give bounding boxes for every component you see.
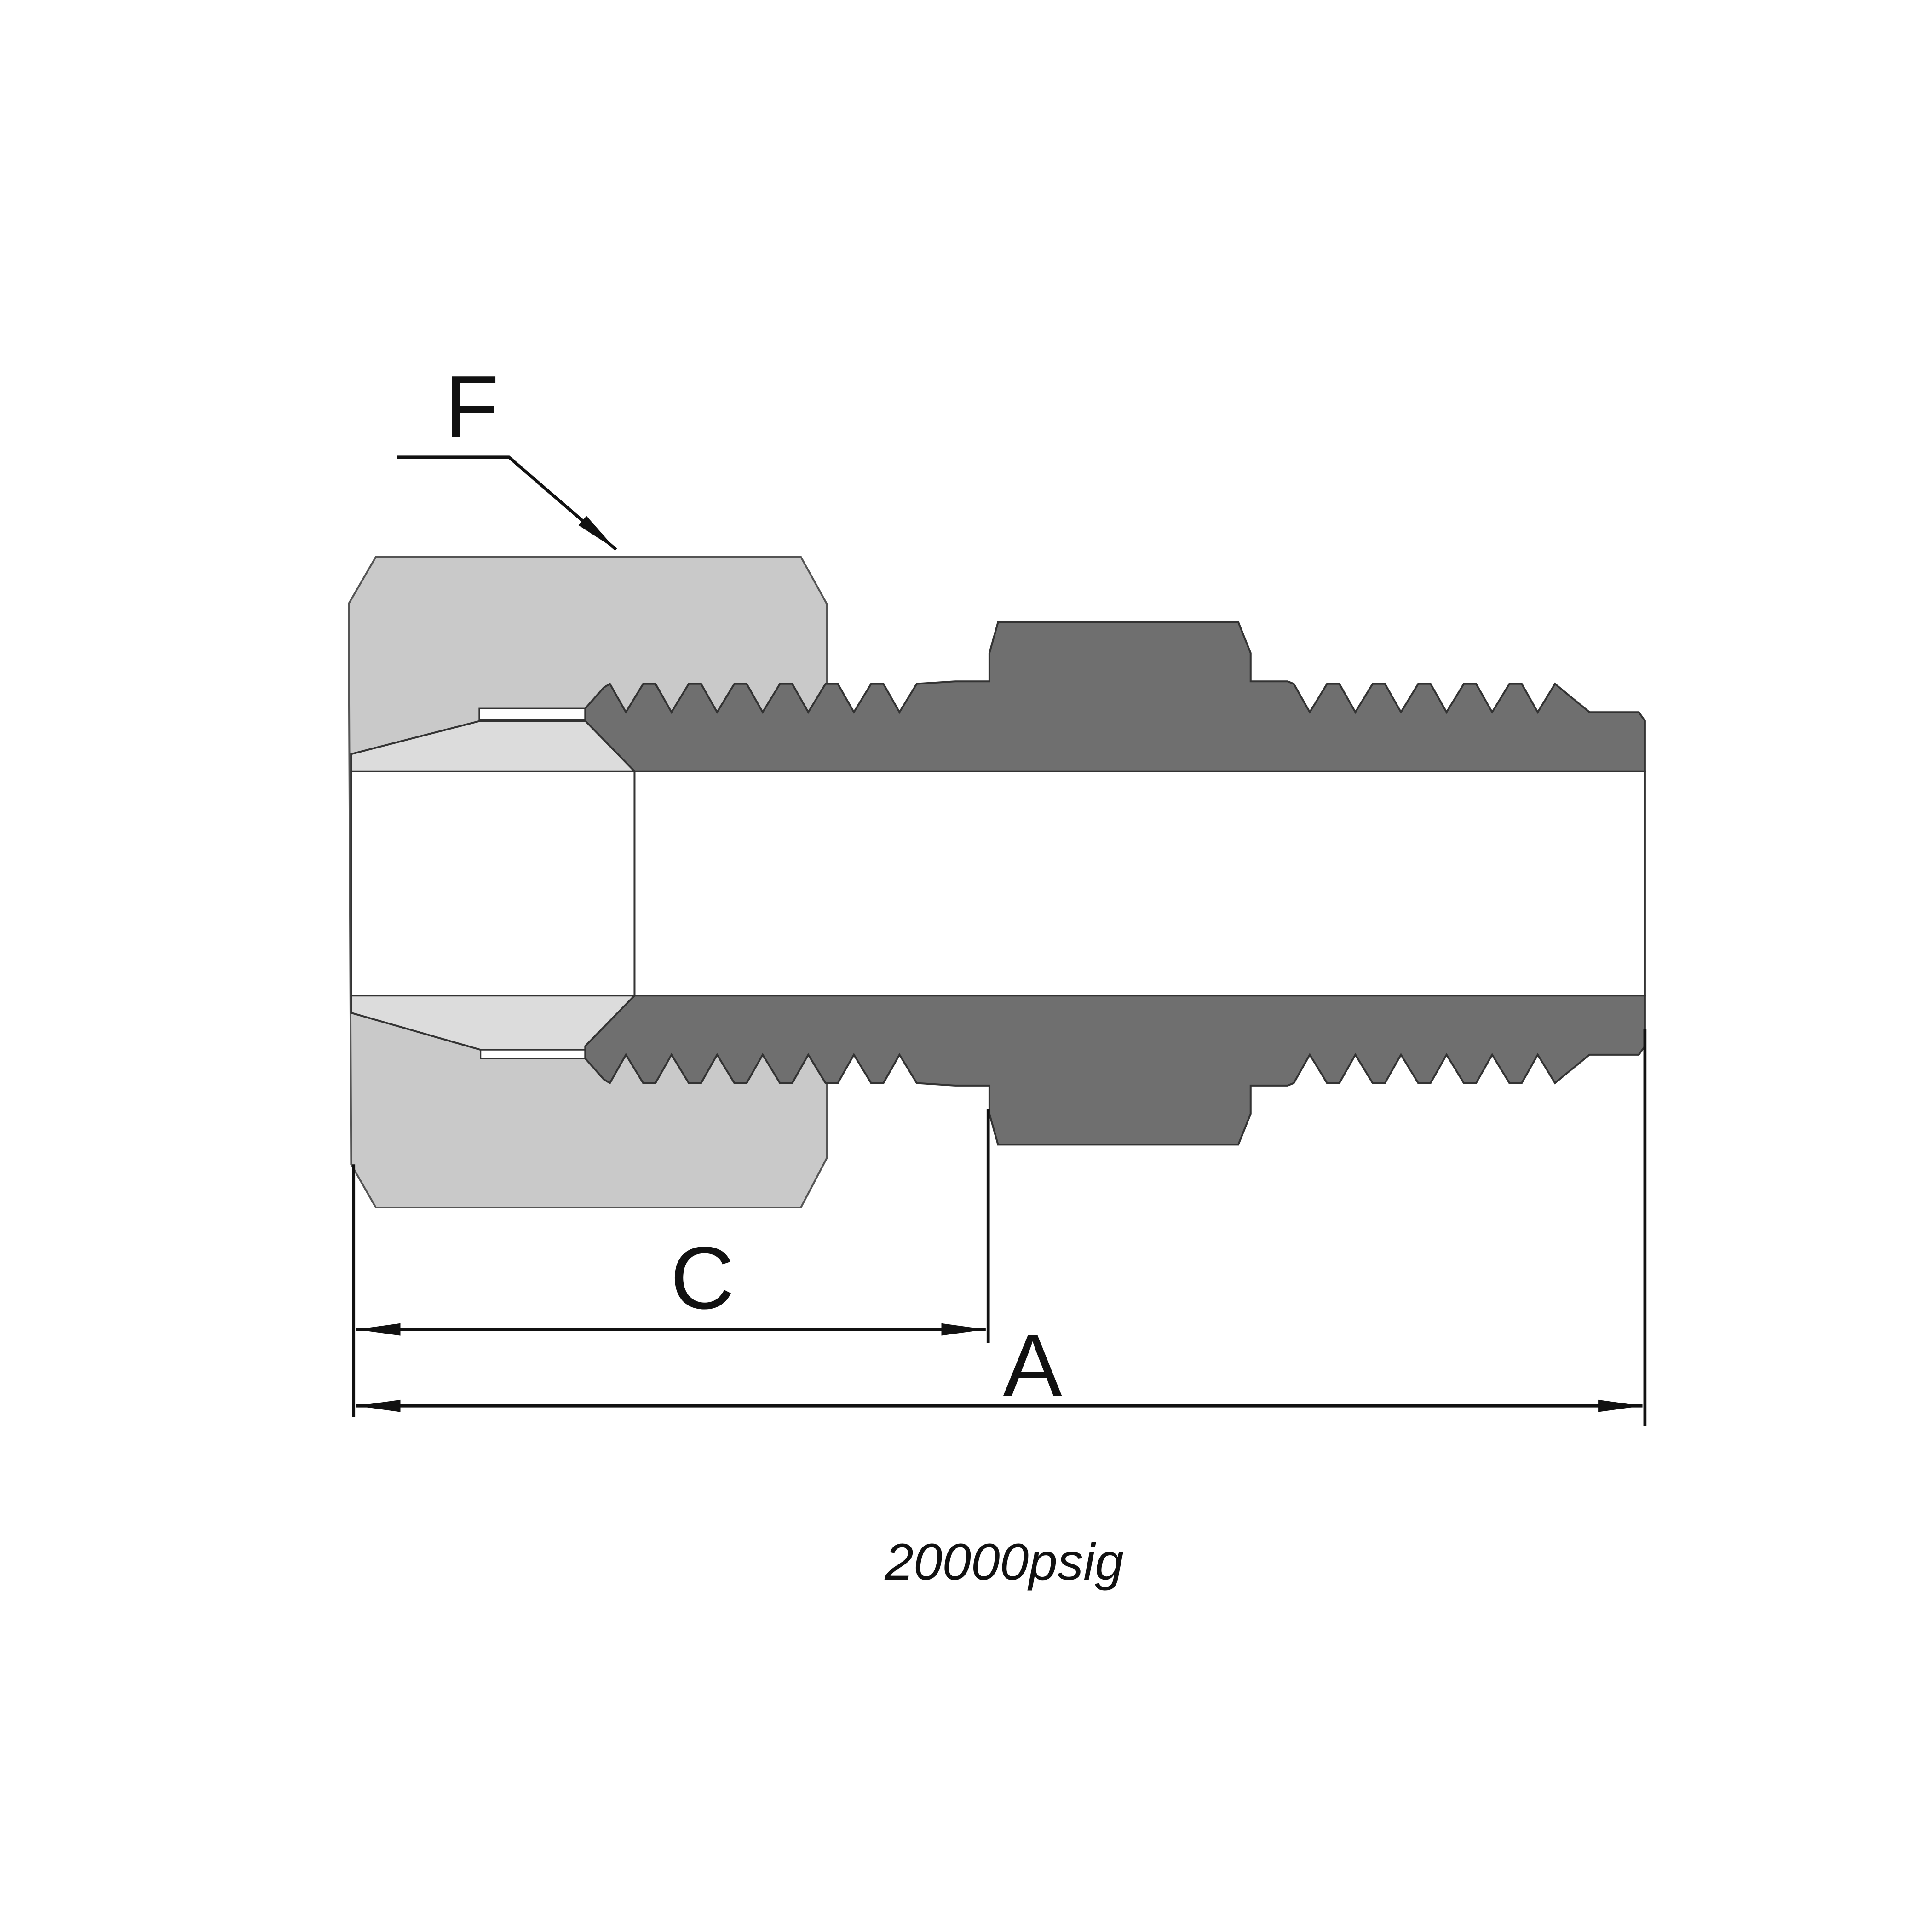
gap-top <box>478 707 589 720</box>
gap-bottom <box>480 1049 590 1059</box>
pressure-rating-caption: 20000psig <box>884 1533 1123 1591</box>
label-f: F <box>445 357 499 456</box>
body-bottom <box>584 995 1646 1146</box>
label-c: C <box>670 1228 734 1328</box>
leader-line-f <box>397 455 617 551</box>
dimensions <box>352 455 1647 1426</box>
bore <box>350 770 1646 997</box>
label-a: A <box>1003 1316 1062 1415</box>
body-top <box>584 621 1646 772</box>
